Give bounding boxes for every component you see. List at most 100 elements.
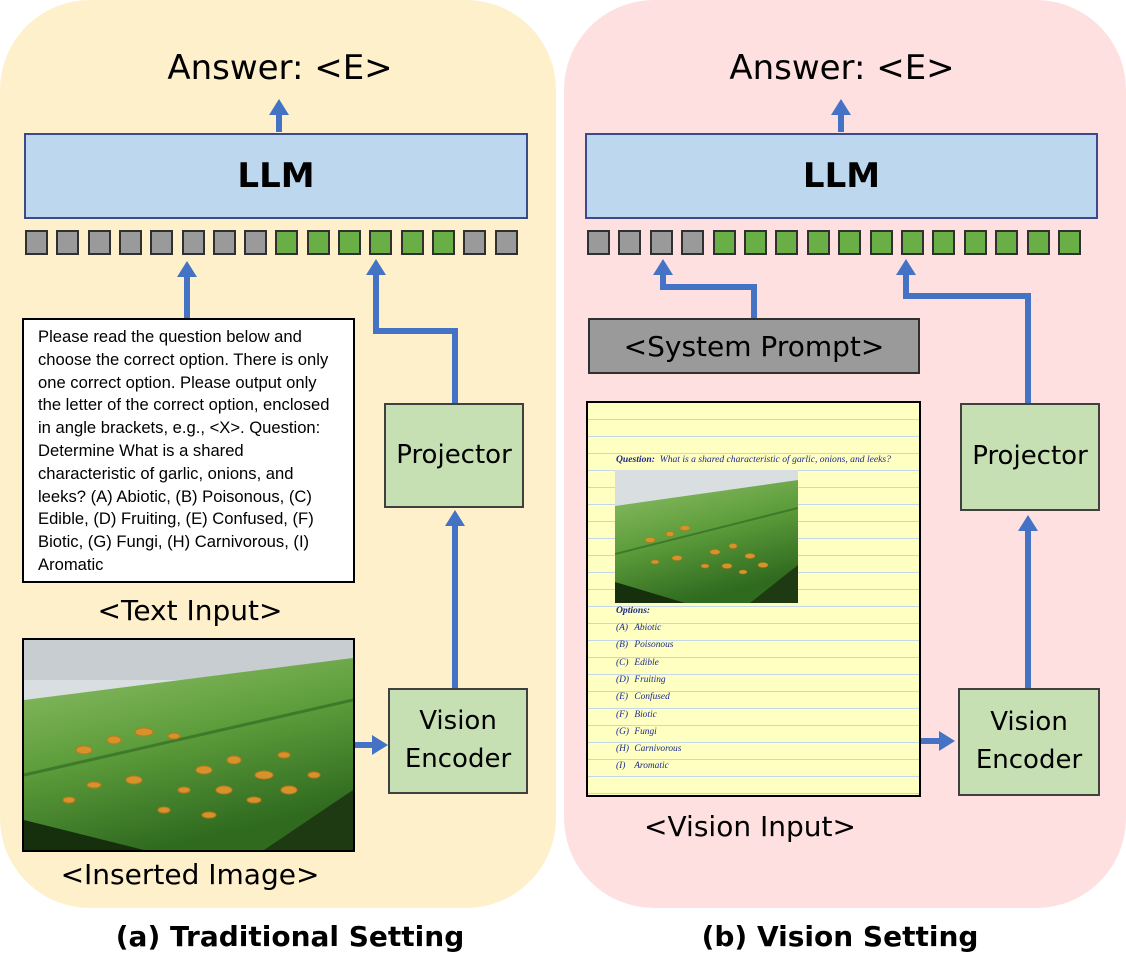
arrow-sysprompt-up [751, 284, 757, 318]
arrow-projector-tokens-b [903, 274, 909, 299]
arrow-head-projector-tokens-a [366, 259, 386, 275]
arrow-encoder-projector-a [452, 525, 458, 688]
a-text-token [87, 230, 111, 255]
encoder-label-line2-a: Encoder [404, 744, 512, 774]
arrow-projector-left-a [373, 328, 458, 334]
doc-option-text: Poisonous [634, 640, 674, 651]
arrow-head-projector-tokens-b [896, 259, 916, 275]
arrow-image-encoder-a [355, 742, 375, 748]
b-text-token [649, 230, 673, 255]
arrow-head-encoder-projector-b [1018, 515, 1038, 531]
inserted-image [22, 638, 355, 852]
arrow-projector-up-a [452, 328, 458, 404]
arrow-encoder-projector-b [1025, 530, 1031, 688]
footer-caption-b: (b) Vision Setting [701, 920, 979, 953]
arrow-head-sysprompt-tokens [653, 259, 673, 275]
a-image-token [306, 230, 330, 255]
doc-option-text: Biotic [634, 709, 657, 720]
arrow-head-llm-answer-a [269, 99, 289, 115]
doc-option: (I) Aromatic [616, 761, 669, 771]
llm-box-a: LLM [24, 133, 528, 219]
a-image-token [338, 230, 361, 255]
b-image-token [838, 230, 862, 255]
llm-box-b: LLM [585, 133, 1098, 219]
a-image-token [431, 230, 455, 255]
text-input-caption: <Text Input> [97, 594, 283, 627]
doc-option: (H) Carnivorous [616, 744, 681, 754]
arrow-projector-left-b [903, 293, 1031, 299]
doc-option-letter: (D) [616, 674, 630, 685]
b-image-token [775, 230, 799, 255]
encoder-label-line1-b: Vision [990, 707, 1068, 738]
arrow-sysprompt-tokens [660, 274, 666, 290]
doc-option-text: Abiotic [634, 623, 662, 633]
doc-options-label-text: Options: [616, 605, 651, 616]
b-image-token [869, 230, 893, 255]
arrow-head-text-tokens-a [177, 261, 197, 277]
doc-option-letter: (H) [616, 744, 630, 755]
doc-option-letter: (E) [616, 692, 628, 703]
text-input-box: Please read the question below and choos… [22, 318, 355, 583]
doc-option-text: Carnivorous [634, 744, 682, 755]
doc-option-letter: (G) [616, 726, 630, 737]
a-text-token [494, 230, 518, 255]
doc-option-text: Fungi [634, 726, 657, 737]
doc-option-letter: (C) [616, 657, 629, 668]
a-text-token [56, 230, 80, 255]
a-image-token [275, 230, 299, 255]
b-image-token [901, 230, 924, 255]
b-image-token [1058, 230, 1081, 255]
footer-caption-a: (a) Traditional Setting [115, 920, 465, 953]
system-prompt-box: <System Prompt> [588, 318, 920, 374]
doc-option-text: Fruiting [634, 674, 666, 685]
b-image-token [806, 230, 830, 255]
doc-option: (B) Poisonous [616, 640, 673, 650]
doc-leaf-picture [615, 470, 798, 603]
arrow-text-tokens-a [184, 276, 190, 319]
a-image-token [400, 230, 424, 255]
arrow-sysprompt-left [660, 284, 757, 290]
arrow-head-llm-answer-b [831, 99, 851, 115]
b-image-token [712, 230, 736, 255]
a-text-token [181, 230, 205, 255]
b-text-token [618, 230, 642, 255]
b-image-token [932, 230, 956, 255]
arrow-head-image-encoder-a [372, 735, 388, 755]
doc-question-text: What is a shared characteristic of garli… [659, 454, 891, 465]
a-text-token [150, 230, 174, 255]
projector-box-b: Projector [960, 403, 1100, 511]
projector-box-a: Projector [384, 403, 524, 508]
doc-option: (E) Confused [616, 692, 670, 702]
doc-option-letter: (I) [616, 761, 626, 772]
encoder-label-line1-a: Vision [419, 706, 497, 737]
doc-option: (F) Biotic [616, 710, 657, 720]
inserted-image-caption: <Inserted Image> [60, 858, 320, 891]
vision-input-document: Question: What is a shared characteristi… [586, 401, 921, 797]
doc-option: (D) Fruiting [616, 675, 666, 685]
arrow-doc-encoder-b [921, 738, 941, 744]
b-text-token [587, 230, 610, 255]
arrow-projector-up-b [1025, 293, 1031, 403]
doc-option-letter: (A) [616, 623, 628, 633]
arrow-llm-answer-a [276, 112, 282, 132]
answer-label-b: Answer: <E> [729, 48, 955, 88]
rust-spots-a [62, 727, 321, 819]
doc-option: (C) Edible [616, 658, 659, 668]
doc-option-text: Aromatic [634, 761, 669, 772]
a-text-token [118, 230, 142, 255]
b-image-token [963, 230, 987, 255]
doc-image [615, 470, 798, 603]
a-text-token [244, 230, 268, 255]
b-text-token [681, 230, 705, 255]
vision-input-caption: <Vision Input> [644, 810, 856, 843]
doc-option-text: Confused [634, 692, 670, 703]
doc-question-label: Question: [616, 454, 655, 465]
doc-option: (G) Fungi [616, 727, 657, 737]
a-image-token [369, 230, 393, 255]
doc-option-text: Edible [634, 657, 659, 668]
a-text-token [212, 230, 236, 255]
leaf-picture [24, 640, 353, 850]
doc-options-label: Options: [616, 605, 650, 616]
doc-option-letter: (F) [616, 709, 628, 720]
